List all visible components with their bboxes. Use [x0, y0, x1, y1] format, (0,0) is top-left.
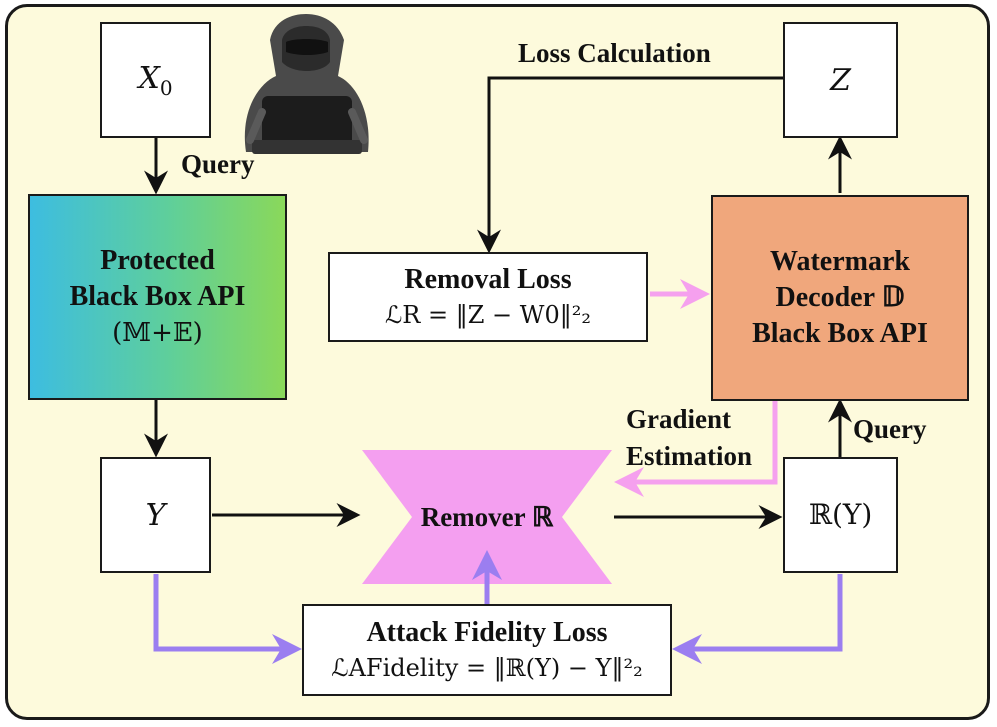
arrow-ry-to-fidelity	[672, 574, 843, 664]
z-box: Z	[783, 22, 898, 138]
fidelity-loss-title: Attack Fidelity Loss	[366, 617, 608, 648]
query-label-left: Query	[181, 149, 255, 179]
x0-symbol: X0	[138, 60, 173, 100]
query-label-right: Query	[853, 414, 927, 444]
ry-box: ℝ(Y)	[783, 457, 898, 573]
decoder-line1: Watermark	[770, 246, 910, 277]
removal-loss-box: Removal Loss ℒR = ‖Z − W0‖²₂	[328, 252, 648, 342]
arrow-gradient-estimation	[614, 398, 778, 497]
protected-api-box: Protected Black Box API (𝕄+𝔼)	[28, 194, 287, 400]
decoder-line2: Decoder 𝔻	[775, 282, 905, 313]
remover-shape	[362, 450, 612, 584]
removal-loss-formula: ℒR = ‖Z − W0‖²₂	[385, 301, 591, 329]
fidelity-loss-box: Attack Fidelity Loss ℒAFidelity = ‖ℝ(Y) …	[302, 604, 672, 696]
decoder-line3: Black Box API	[752, 318, 928, 349]
gradient-label-line2: Estimation	[626, 441, 753, 471]
removal-loss-title: Removal Loss	[404, 264, 572, 295]
y-symbol: Y	[145, 497, 166, 533]
decoder-box: Watermark Decoder 𝔻 Black Box API	[711, 195, 969, 401]
arrow-y-to-fidelity	[153, 574, 302, 664]
arrow-z-to-removal-loss	[477, 76, 785, 254]
y-box: Y	[100, 457, 211, 573]
x0-box: X0	[100, 22, 211, 138]
ry-symbol: ℝ(Y)	[808, 498, 873, 531]
z-symbol: Z	[830, 62, 851, 98]
protected-api-line1: Protected	[100, 245, 215, 276]
remover-label: Remover ℝ	[420, 502, 554, 532]
protected-api-line2: Black Box API	[69, 281, 246, 312]
gradient-label-line1: Gradient	[626, 404, 731, 434]
loss-calculation-label: Loss Calculation	[518, 38, 711, 68]
hacker-icon	[244, 14, 369, 154]
protected-api-line3: (𝕄+𝔼)	[112, 318, 203, 348]
fidelity-loss-formula: ℒAFidelity = ‖ℝ(Y) − Y‖²₂	[331, 654, 643, 682]
